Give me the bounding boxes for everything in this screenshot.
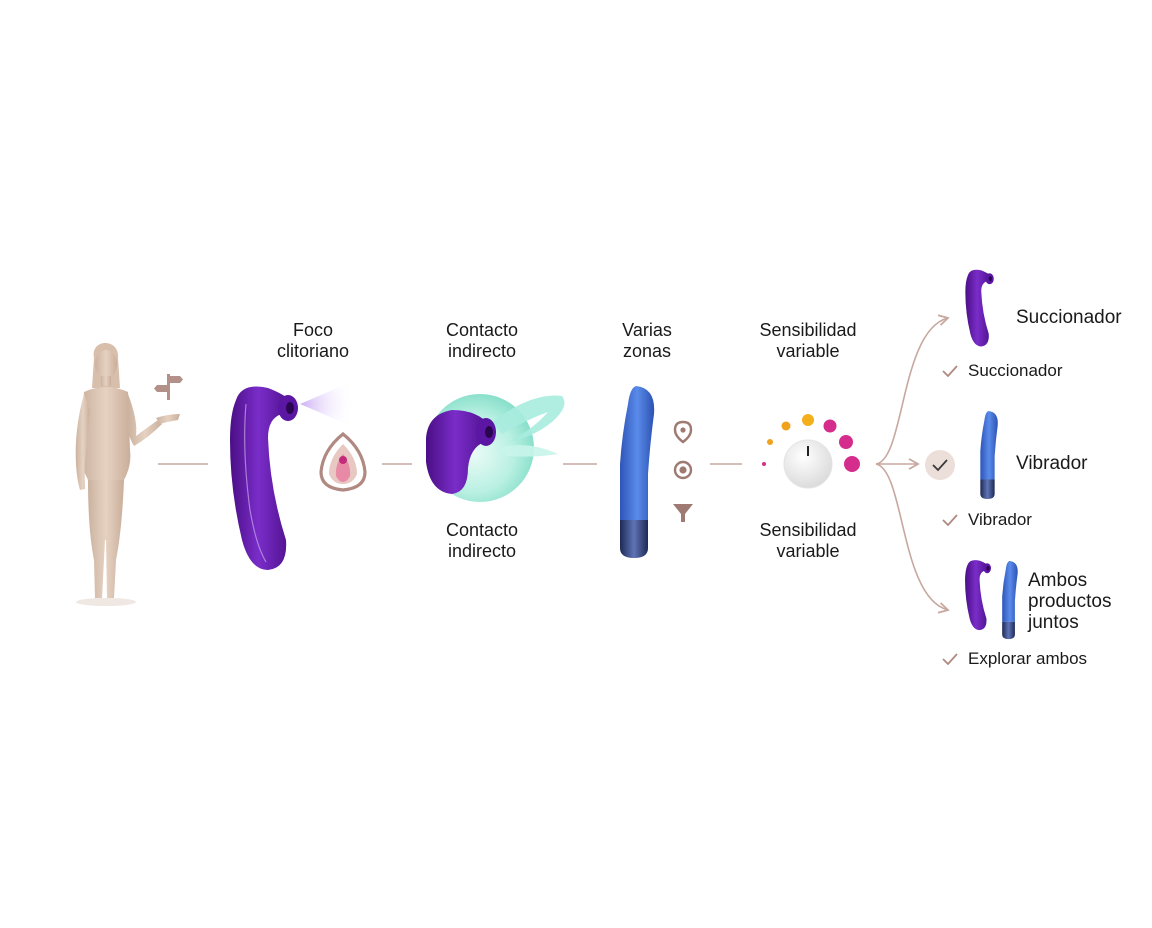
branch-arrow-ambos: [875, 463, 950, 614]
check-label: Succionador: [968, 361, 1063, 380]
selected-check-icon[interactable]: [924, 449, 956, 481]
air-pulse-icon: [426, 394, 565, 502]
label-contacto-indirecto-top: Contacto indirecto: [445, 320, 519, 361]
vulva-icon: [319, 432, 367, 492]
label-sensibilidad-top: Sensibilidad variable: [759, 320, 857, 361]
vibrador-product-icon: [980, 411, 998, 499]
signpost-icon: [154, 374, 183, 400]
check-label: Vibrador: [968, 510, 1032, 529]
succionador-product-icon: [965, 269, 994, 347]
branch-arrow-succionador: [875, 314, 950, 465]
check-ambos[interactable]: Explorar ambos: [942, 649, 1087, 669]
ambos-succionador-icon: [965, 560, 992, 631]
suction-toy-icon: [230, 386, 298, 570]
check-icon: [942, 514, 958, 526]
check-icon: [942, 365, 958, 377]
check-succionador[interactable]: Succionador: [942, 361, 1063, 381]
check-label: Explorar ambos: [968, 649, 1088, 668]
option-title-vibrador: Vibrador: [1016, 453, 1088, 474]
label-sensibilidad-bottom: Sensibilidad variable: [759, 520, 857, 561]
funnel-icon: [673, 504, 693, 522]
label-varias-zonas: Varias zonas: [622, 320, 672, 361]
option-title-succionador: Succionador: [1016, 307, 1122, 328]
option-title-ambos: Ambos productos juntos: [1028, 570, 1112, 633]
label-contacto-indirecto-bottom: Contacto indirecto: [445, 520, 519, 561]
check-vibrador[interactable]: Vibrador: [942, 510, 1032, 530]
suction-glow: [300, 380, 356, 428]
dial-icon: [762, 414, 860, 489]
vibrator-icon: [620, 386, 655, 558]
pin-icon: [673, 420, 693, 444]
ambos-vibrador-icon: [1002, 560, 1018, 640]
woman-figure-icon: [75, 343, 180, 606]
check-icon: [942, 653, 958, 665]
label-foco-clitoriano: Foco clitoriano: [276, 320, 350, 361]
target-icon: [673, 460, 693, 480]
